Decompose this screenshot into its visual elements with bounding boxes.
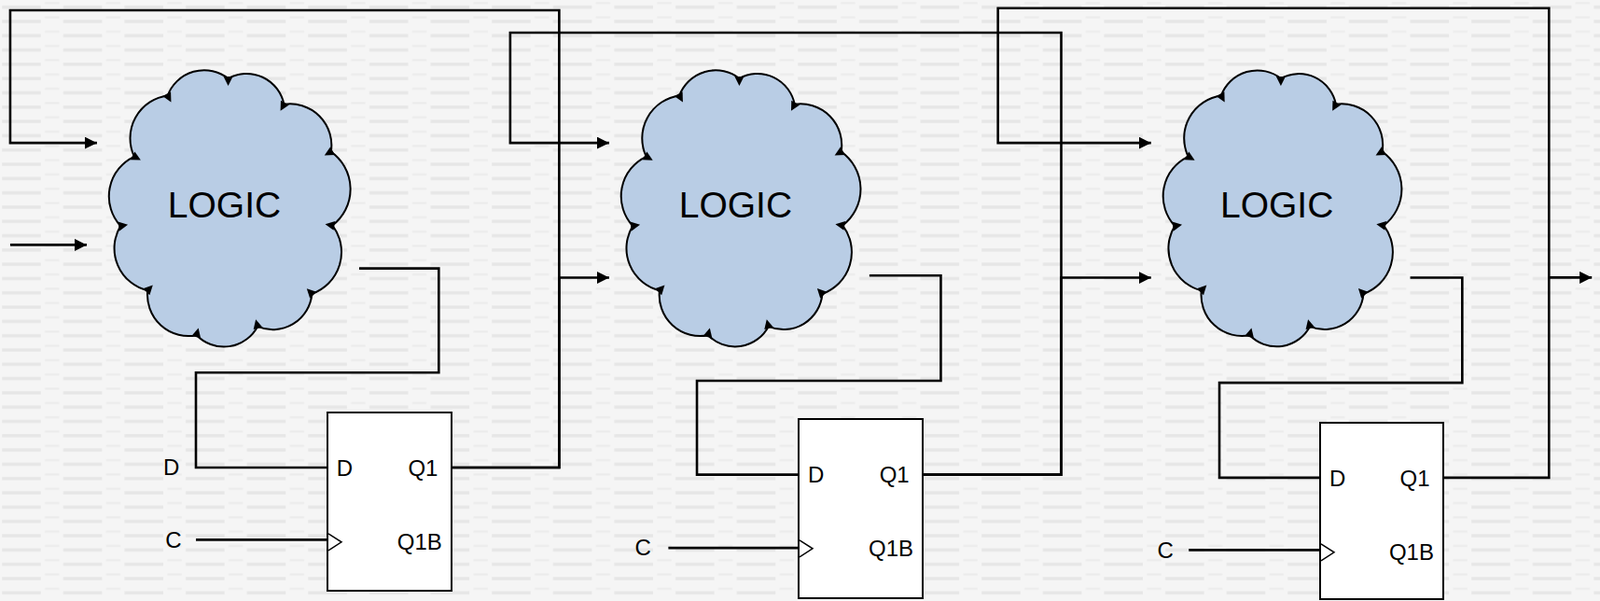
clock-wire (667, 546, 798, 550)
cloud-arrowhead (674, 92, 688, 106)
cloud-arrowhead (1276, 76, 1286, 86)
clock-symbol (1321, 423, 1446, 601)
cloud-arrowhead (1215, 92, 1229, 106)
pin-name: Q1B (1389, 541, 1434, 564)
signal-name: C (634, 536, 651, 559)
cloud-arrowhead (191, 326, 203, 338)
clock-symbol (799, 419, 926, 601)
signal-wire (923, 278, 1152, 475)
cloud-arrowhead (250, 318, 263, 330)
cloud-arrowhead (1373, 146, 1387, 160)
logic-cloud: LOGIC (97, 55, 360, 360)
cloud-arrowhead (787, 100, 801, 114)
cloud-arrowhead (1171, 220, 1183, 232)
cloud-arrowhead (703, 326, 715, 338)
cloud-arrowhead (734, 76, 744, 86)
pin-name: D (336, 457, 353, 480)
pin-name: Q1 (879, 463, 910, 487)
logic-cloud: LOGIC (1151, 55, 1411, 360)
pin-name: Q1B (397, 530, 443, 554)
cloud-arrowhead (222, 76, 233, 86)
signal-name: D (163, 456, 180, 479)
pin-name: D (807, 463, 824, 487)
clock-triangle (1321, 543, 1335, 561)
cloud-arrowhead (762, 318, 774, 330)
cloud-arrowhead (142, 281, 156, 295)
cloud-arrowhead (1183, 152, 1197, 166)
logic-label: LOGIC (167, 184, 281, 226)
pin-name: Q1 (407, 457, 438, 480)
signal-wire (998, 8, 1550, 478)
cloud-arrowhead (276, 100, 290, 114)
cloud-arrowhead (641, 152, 655, 166)
flip-flop-box: D Q1Q1B (326, 411, 453, 593)
cloud-arrowhead (654, 281, 668, 295)
signal-wire (452, 278, 610, 468)
cloud-shape (621, 69, 862, 347)
cloud-shape (1162, 70, 1402, 348)
cloud-arrowhead (1303, 318, 1315, 330)
cloud-arrowhead (324, 219, 336, 231)
signal-name: C (165, 528, 181, 552)
cloud-arrowhead (130, 152, 144, 166)
cloud-shape (109, 69, 351, 347)
cloud-arrowhead (1196, 281, 1211, 295)
cloud-arrowhead (162, 91, 176, 105)
pin-name: Q1B (868, 537, 914, 560)
cloud-arrowhead (321, 146, 335, 160)
cloud-arrowhead (834, 219, 847, 231)
cloud-arrowhead (1244, 326, 1256, 338)
logic-cloud: LOGIC (609, 55, 870, 360)
input-arrow (10, 243, 87, 247)
output-arrow (1548, 276, 1592, 279)
cloud-arrowhead (629, 220, 641, 232)
signal-wire (510, 32, 1062, 475)
cloud-arrowhead (1327, 100, 1341, 114)
signal-wire (10, 10, 559, 468)
signal-name: C (1156, 539, 1173, 562)
logic-label: LOGIC (679, 184, 793, 226)
pin-name: D (1329, 467, 1346, 490)
logic-label: LOGIC (1220, 184, 1334, 226)
flip-flop-box: D Q1Q1B (797, 417, 924, 599)
clock-wire (1188, 548, 1320, 552)
flip-flop-box: D Q1Q1B (1319, 421, 1444, 600)
clock-triangle (328, 533, 342, 551)
cloud-arrowhead (117, 220, 129, 232)
clock-triangle (799, 540, 813, 557)
cloud-arrowhead (832, 146, 846, 160)
cloud-arrowhead (1375, 219, 1387, 231)
pin-name: Q1 (1400, 467, 1431, 490)
clock-symbol (328, 413, 455, 595)
clock-wire (195, 538, 327, 542)
cloud-arrowhead (813, 285, 827, 299)
cloud-arrowhead (303, 285, 317, 299)
cloud-arrowhead (1354, 285, 1368, 299)
